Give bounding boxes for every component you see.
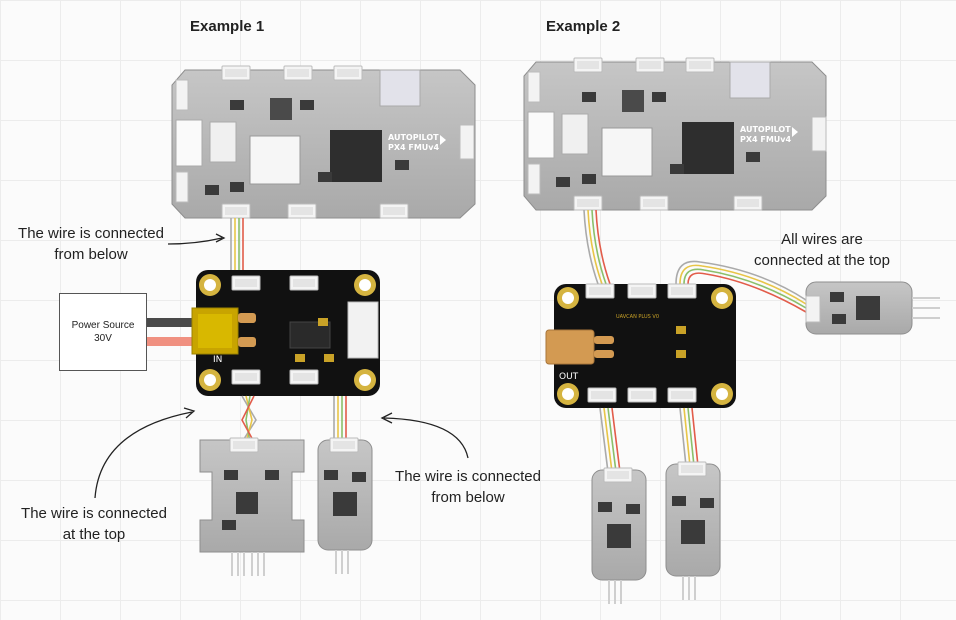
pmu1-in-silk: IN	[213, 355, 222, 365]
label-connected-at-the-top: The wire is connected at the top	[21, 505, 167, 543]
example-2-heading: Example 2	[546, 18, 621, 35]
arrow-from-below-top	[167, 233, 226, 245]
fmu1-model-text: PX4 FMUv4	[388, 143, 440, 152]
fmu-board-2: AUTOPILOT PX4 FMUv4	[523, 57, 827, 211]
fmu1-brand-text: AUTOPILOT	[388, 133, 439, 142]
wire-pmu2-to-side-sensor	[675, 260, 807, 313]
wire-pmu1-to-right-sensor	[333, 396, 347, 440]
fmu2-model-text: PX4 FMUv4	[740, 135, 792, 144]
pmu-board-1: IN	[191, 270, 380, 396]
power-source-title: Power Source	[71, 320, 135, 331]
label-all-wires-top: All wires are connected at the top	[754, 231, 890, 269]
wire-pmu1-to-left-sensor	[241, 395, 257, 443]
pmu-board-2: UAVCAN PLUS V0 OUT	[545, 283, 736, 408]
label-connected-from-below-top: The wire is connected from below	[18, 225, 164, 263]
power-source-box: Power Source 30V	[59, 293, 147, 371]
arrow-at-the-top	[94, 407, 196, 499]
sensor-board-narrow-1	[317, 437, 373, 575]
power-leads	[145, 318, 200, 346]
sensor-board-narrow-2	[591, 467, 647, 605]
fmu-board-1: AUTOPILOT PX4 FMUv4	[171, 65, 476, 219]
wire-pmu2-to-bottom-sensor-2	[679, 407, 699, 467]
power-source-voltage: 30V	[94, 333, 112, 344]
arrow-from-below-right	[380, 412, 469, 459]
pmu2-board-text: UAVCAN PLUS V0	[616, 314, 659, 320]
example-1-heading: Example 1	[190, 18, 265, 35]
wire-fmu2-to-pmu2	[583, 209, 611, 285]
wire-fmu1-to-pmu1	[230, 218, 244, 276]
label-connected-from-below-right: The wire is connected from below	[395, 468, 541, 506]
sensor-board-side	[805, 281, 940, 335]
pmu2-out-silk: OUT	[559, 372, 579, 382]
sensor-board-narrow-3	[665, 461, 721, 601]
sensor-board-wide	[199, 437, 305, 577]
wire-pmu2-to-bottom-sensor-1	[599, 407, 621, 473]
fmu2-brand-text: AUTOPILOT	[740, 125, 791, 134]
